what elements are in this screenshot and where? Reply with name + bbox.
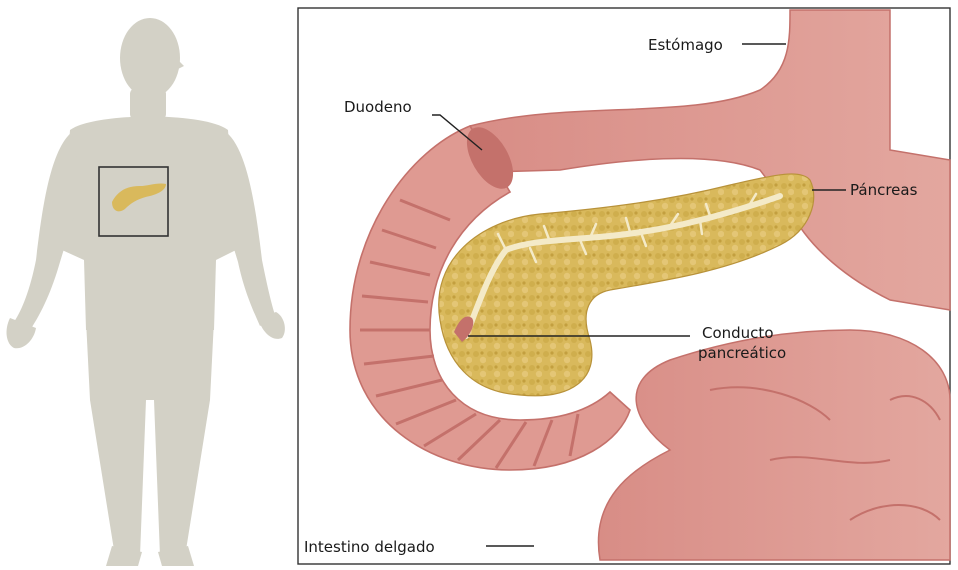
label-small-intestine: Intestino delgado bbox=[304, 538, 435, 556]
body-silhouette-panel bbox=[0, 0, 290, 570]
label-duct-line2: pancreático bbox=[698, 344, 786, 362]
label-stomach: Estómago bbox=[648, 36, 723, 54]
anatomy-panel: Estómago Duodeno Páncreas Conducto pancr… bbox=[290, 0, 958, 570]
human-silhouette bbox=[7, 18, 285, 566]
label-duct-line1: Conducto bbox=[702, 324, 774, 342]
label-duodenum: Duodeno bbox=[344, 98, 412, 116]
label-pancreas: Páncreas bbox=[850, 181, 918, 199]
